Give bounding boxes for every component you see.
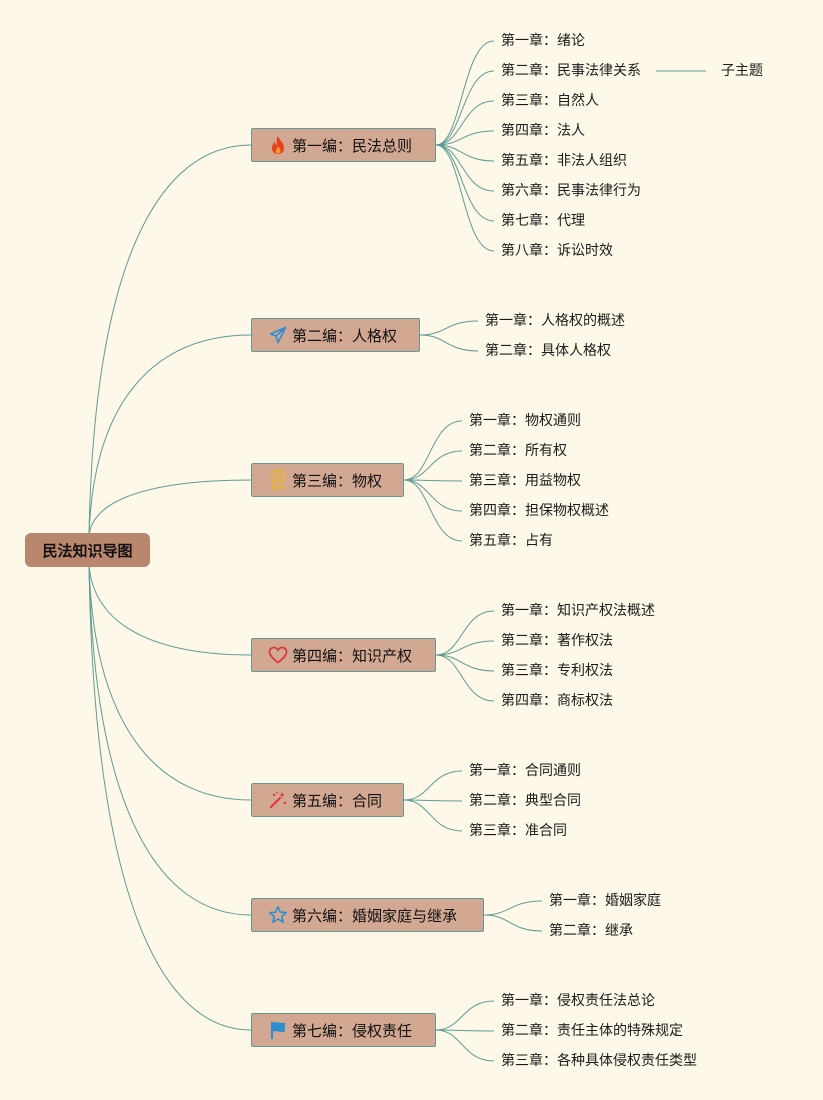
chapter-connector-line (435, 144, 495, 252)
flag-icon (268, 1020, 288, 1040)
chapter-connector-line (403, 799, 463, 832)
magic-wand-icon (268, 790, 288, 810)
root-connector-line (88, 334, 252, 536)
chapter-label[interactable]: 第六章：民事法律行为 (501, 183, 641, 199)
chapter-label[interactable]: 第五章：占有 (469, 533, 553, 549)
chapter-label[interactable]: 第三章：专利权法 (501, 663, 613, 679)
root-connector-line (88, 564, 252, 801)
chapter-connector-line (435, 144, 495, 162)
book-label: 第七编：侵权责任 (292, 1021, 413, 1040)
paper-plane-icon (268, 325, 288, 345)
chapter-connector-line (435, 1000, 495, 1031)
chapter-connector-line (435, 640, 495, 656)
chapter-label[interactable]: 第一章：物权通则 (469, 413, 581, 429)
heart-icon (268, 645, 288, 665)
root-connector-line (88, 564, 252, 1031)
book-label: 第四编：知识产权 (292, 646, 413, 665)
chapter-label[interactable]: 第四章：商标权法 (501, 693, 613, 709)
chapter-connector-line (435, 144, 495, 222)
chapter-label[interactable]: 第四章：担保物权概述 (469, 503, 609, 519)
chapter-connector-line (403, 450, 463, 481)
chapter-label[interactable]: 第二章：著作权法 (501, 633, 613, 649)
chapter-label[interactable]: 第一章：合同通则 (469, 763, 581, 779)
chapter-connector-line (435, 654, 495, 702)
sub-topic-label[interactable]: 子主题 (721, 63, 763, 79)
chapter-label[interactable]: 第三章：准合同 (469, 823, 567, 839)
chapter-connector-line (403, 799, 463, 802)
chapter-label[interactable]: 第八章：诉讼时效 (501, 243, 613, 259)
root-connector-line (88, 144, 252, 536)
book-node-5[interactable]: 第五编：合同 (251, 783, 404, 817)
chapter-label[interactable]: 第三章：各种具体侵权责任类型 (501, 1053, 697, 1069)
chapter-connector-line (435, 70, 495, 146)
chapter-connector-line (403, 479, 463, 482)
root-connector-line (88, 479, 252, 536)
star-icon (268, 905, 288, 925)
chapter-label[interactable]: 第二章：所有权 (469, 443, 567, 459)
book-node-6[interactable]: 第六编：婚姻家庭与继承 (251, 898, 484, 932)
book-node-3[interactable]: 第三编：物权 (251, 463, 404, 497)
chapter-label[interactable]: 第一章：知识产权法概述 (501, 603, 655, 619)
chapter-connector-line (483, 900, 543, 916)
chapter-connector-line (419, 320, 479, 336)
book-node-7[interactable]: 第七编：侵权责任 (251, 1013, 436, 1047)
chapter-label[interactable]: 第一章：婚姻家庭 (549, 893, 661, 909)
chapter-connector-line (483, 914, 543, 932)
chapter-connector-line (403, 479, 463, 542)
chapter-connector-line (403, 770, 463, 801)
chapter-connector-line (435, 40, 495, 146)
chapter-label[interactable]: 第五章：非法人组织 (501, 153, 627, 169)
chapter-connector-line (435, 654, 495, 672)
chapter-label[interactable]: 第二章：具体人格权 (485, 343, 611, 359)
chapter-connector-line (419, 334, 479, 352)
book-label: 第五编：合同 (292, 791, 383, 810)
chapter-label[interactable]: 第二章：典型合同 (469, 793, 581, 809)
book-node-2[interactable]: 第二编：人格权 (251, 318, 420, 352)
chapter-label[interactable]: 第一章：侵权责任法总论 (501, 993, 655, 1009)
root-label: 民法知识导图 (42, 541, 133, 560)
chapter-label[interactable]: 第二章：民事法律关系 (501, 63, 641, 79)
chapter-label[interactable]: 第二章：责任主体的特殊规定 (501, 1023, 683, 1039)
book-node-4[interactable]: 第四编：知识产权 (251, 638, 436, 672)
root-connector-line (88, 564, 252, 656)
chapter-connector-line (435, 100, 495, 146)
chapter-label[interactable]: 第四章：法人 (501, 123, 585, 139)
book-label: 第一编：民法总则 (292, 136, 413, 155)
root-connector-line (88, 564, 252, 916)
chapter-label[interactable]: 第二章：继承 (549, 923, 633, 939)
chapter-label[interactable]: 第一章：绪论 (501, 33, 585, 49)
chapter-connector-line (435, 130, 495, 146)
chapter-connector-line (403, 420, 463, 481)
chapter-connector-line (435, 610, 495, 656)
chapter-label[interactable]: 第一章：人格权的概述 (485, 313, 625, 329)
fire-icon (268, 135, 288, 155)
chapter-connector-line (435, 1029, 495, 1032)
chapter-connector-line (435, 1029, 495, 1062)
chapter-connector-line (403, 479, 463, 512)
chapter-label[interactable]: 第三章：用益物权 (469, 473, 581, 489)
chapter-label[interactable]: 第三章：自然人 (501, 93, 599, 109)
book-label: 第二编：人格权 (292, 326, 398, 345)
book-label: 第六编：婚姻家庭与继承 (292, 906, 458, 925)
chapter-label[interactable]: 第七章：代理 (501, 213, 585, 229)
book-label: 第三编：物权 (292, 471, 383, 490)
root-node[interactable]: 民法知识导图 (25, 533, 150, 567)
book-node-1[interactable]: 第一编：民法总则 (251, 128, 436, 162)
chapter-connector-line (435, 144, 495, 192)
medal-icon (268, 470, 288, 490)
